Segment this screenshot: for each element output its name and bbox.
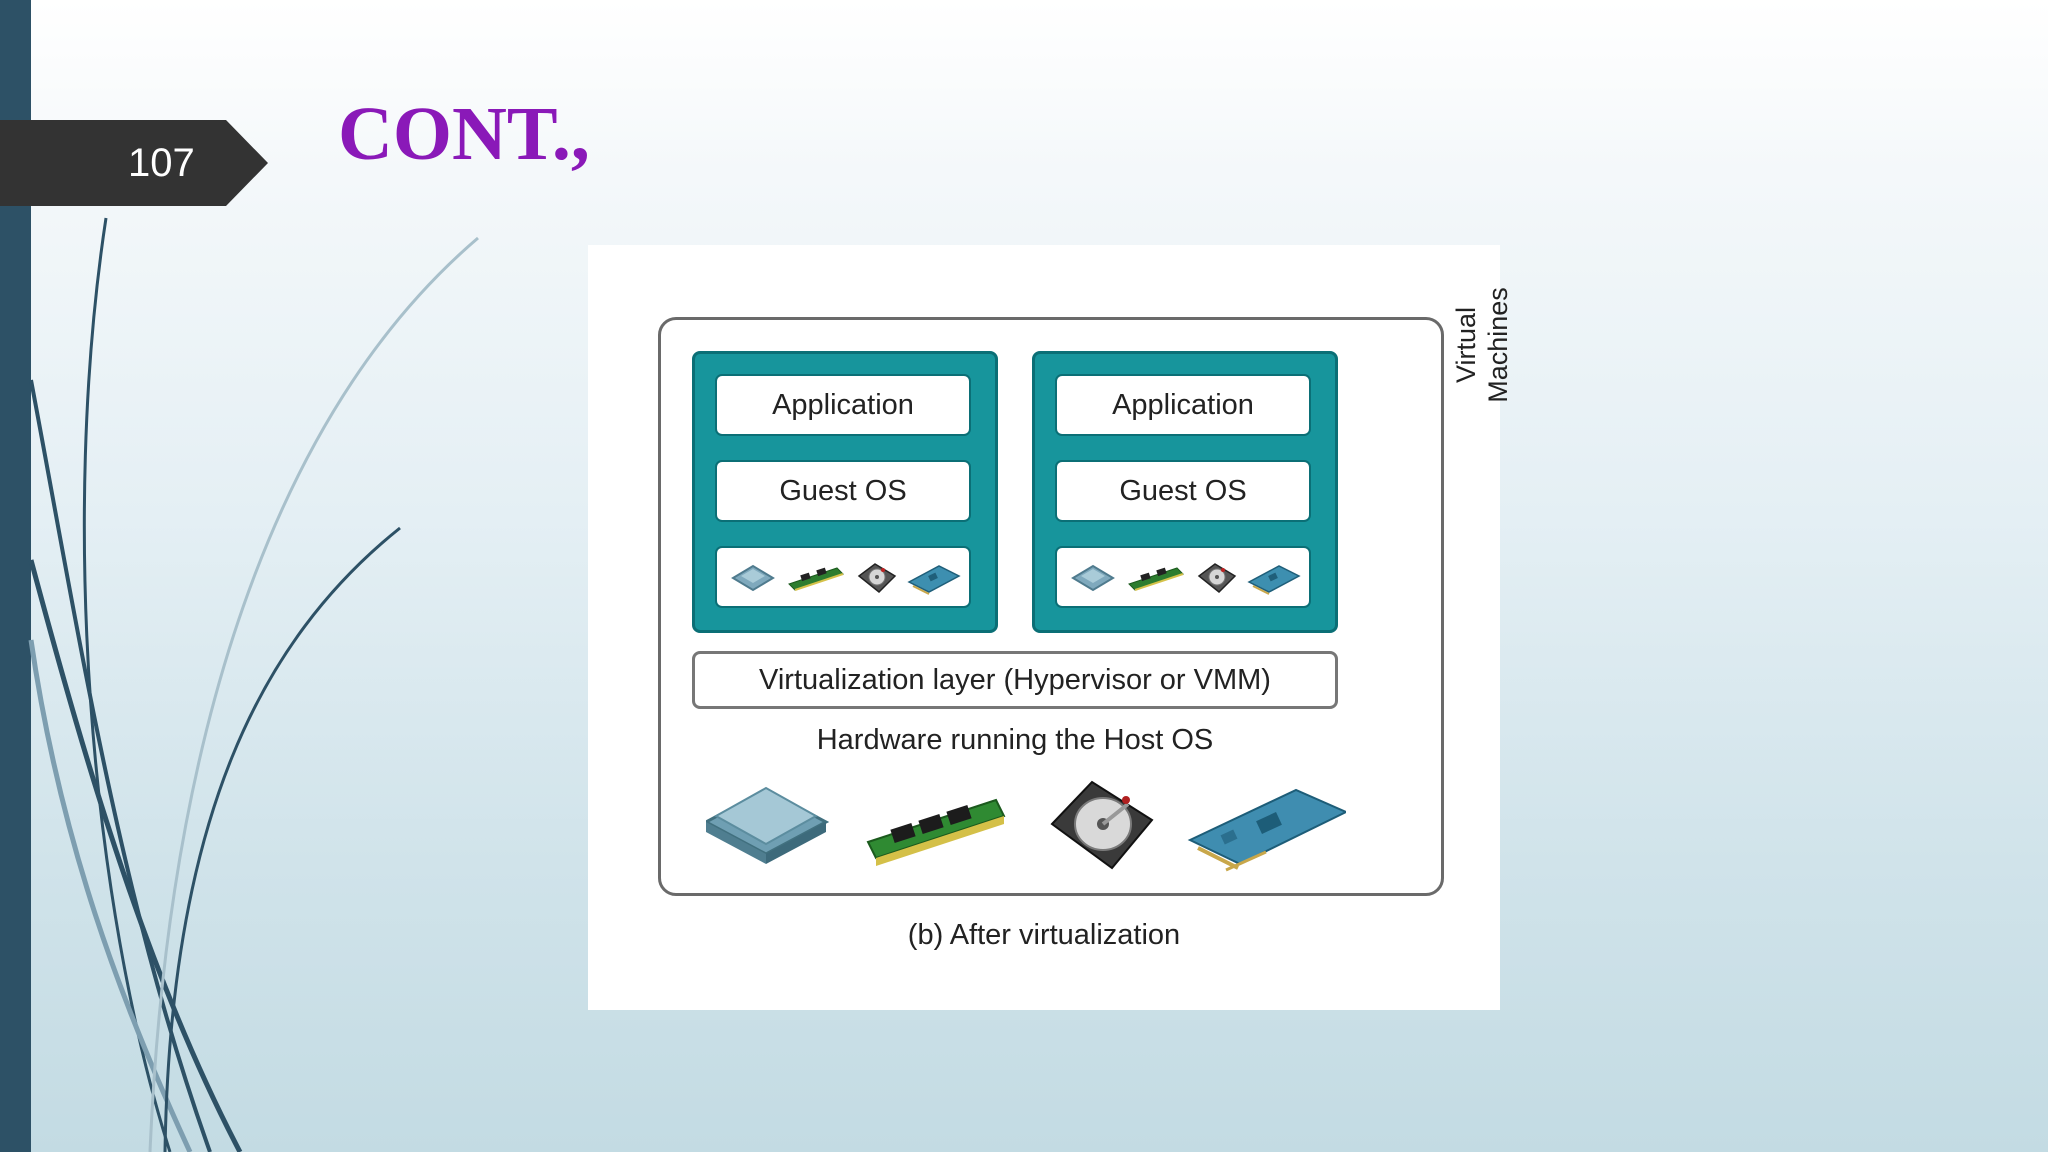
ram-icon [866,798,1006,866]
vm2-virtual-hardware-box [1055,546,1311,608]
page-number: 107 [128,141,195,185]
vm-label-line1: Virtual [1451,306,1481,384]
hard-disk-icon [1050,780,1154,870]
host-machine-box [658,317,1444,896]
cpu-icon [731,564,775,592]
cpu-icon [706,786,830,864]
hypervisor-layer-box: Virtualization layer (Hypervisor or VMM) [692,651,1338,709]
vm2-application-box: Application [1055,374,1311,436]
hard-disk-icon [857,563,897,594]
virtualization-figure: Application Guest OS [588,245,1513,1010]
network-card-icon [907,565,961,595]
ram-icon [1128,567,1184,591]
ram-icon [788,567,844,591]
virtual-machine-2: Application Guest OS [1032,351,1338,633]
vm1-application-box: Application [715,374,971,436]
vm-label-line2: Machines [1483,287,1513,403]
network-card-icon [1187,788,1346,872]
page-number-tab [0,120,268,206]
vm2-guest-os-box: Guest OS [1055,460,1311,522]
slide-title: CONT., [338,92,590,176]
virtual-machines-label: Virtual Machines [1450,245,1514,445]
hard-disk-icon [1197,563,1237,594]
virtual-machine-1: Application Guest OS [692,351,998,633]
vm1-guest-os-box: Guest OS [715,460,971,522]
vm1-virtual-hardware-box [715,546,971,608]
host-hardware-label: Hardware running the Host OS [816,724,1214,756]
host-hardware-icons [706,780,1346,872]
cpu-icon [1071,564,1115,592]
network-card-icon [1247,565,1301,595]
figure-caption: (b) After virtualization [907,919,1181,951]
